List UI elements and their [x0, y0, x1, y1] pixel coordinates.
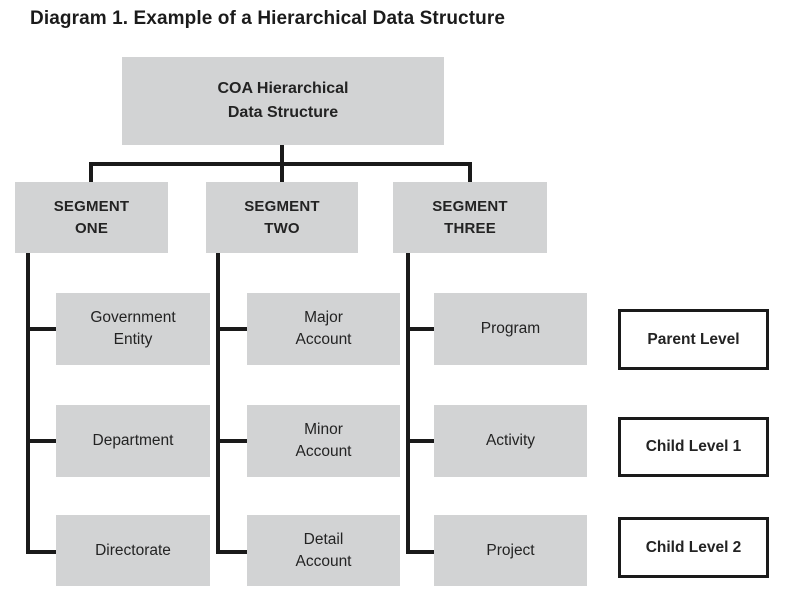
node-program: Program [434, 293, 587, 365]
legend-label: Parent Level [647, 330, 740, 348]
legend-label: Child Level 1 [645, 438, 742, 455]
segment-three-label-line1: SEGMENT [432, 197, 508, 215]
segment-two-node: SEGMENT TWO [206, 182, 358, 253]
connector-segment-two-spine [216, 253, 220, 554]
connector-tick-government-entity [26, 327, 56, 331]
segment-two-label-line2: TWO [264, 219, 300, 237]
segment-two-label-line1: SEGMENT [244, 197, 320, 215]
segment-one-label-line2: ONE [74, 219, 109, 237]
node-major-account: Major Account [247, 293, 400, 365]
legend-child-level-2: Child Level 2 [618, 517, 769, 578]
connector-tick-major-account [216, 327, 247, 331]
connector-tick-department [26, 439, 56, 443]
node-label-line: Account [295, 331, 352, 348]
root-node-label-line2: Data Structure [227, 104, 339, 121]
node-department: Department [56, 405, 210, 477]
node-label-line: Account [295, 443, 352, 460]
connector-tick-program [406, 327, 434, 331]
node-minor-account: Minor Account [247, 405, 400, 477]
node-activity: Activity [434, 405, 587, 477]
node-label-line: Account [295, 552, 352, 570]
diagram-title: Diagram 1. Example of a Hierarchical Dat… [30, 8, 506, 29]
node-detail-account: Detail Account [247, 515, 400, 586]
root-node-label-line1: COA Hierarchical [217, 80, 349, 97]
node-label-line: Government [90, 309, 176, 326]
connector-tick-project [406, 550, 434, 554]
connector-tick-detail-account [216, 550, 247, 554]
connector-tick-directorate [26, 550, 56, 554]
node-label-line: Project [486, 541, 535, 559]
connector-stub-segment-one [89, 162, 93, 182]
node-label-line: Department [92, 432, 174, 449]
connector-horizontal-bus [89, 162, 472, 166]
node-label-line: Minor [304, 421, 343, 438]
segment-three-label-line2: THREE [444, 219, 496, 237]
node-directorate: Directorate [56, 515, 210, 586]
node-label-line: Directorate [95, 541, 171, 559]
connector-segment-three-spine [406, 253, 410, 554]
connector-segment-one-spine [26, 253, 30, 554]
segment-three-node: SEGMENT THREE [393, 182, 547, 253]
legend-parent-level: Parent Level [618, 309, 769, 370]
segment-one-node: SEGMENT ONE [15, 182, 168, 253]
connector-tick-activity [406, 439, 434, 443]
node-government-entity: Government Entity [56, 293, 210, 365]
node-label-line: Entity [113, 331, 153, 348]
node-label-line: Activity [485, 432, 536, 449]
legend-label: Child Level 2 [645, 538, 742, 556]
segment-one-label-line1: SEGMENT [53, 197, 130, 215]
node-label-line: Program [480, 320, 541, 337]
connector-stub-segment-three [468, 162, 472, 182]
node-project: Project [434, 515, 587, 586]
node-label-line: Major [304, 309, 343, 326]
node-label-line: Detail [303, 530, 344, 548]
legend-child-level-1: Child Level 1 [618, 417, 769, 477]
root-node-coa: COA Hierarchical Data Structure [122, 57, 444, 145]
connector-tick-minor-account [216, 439, 247, 443]
